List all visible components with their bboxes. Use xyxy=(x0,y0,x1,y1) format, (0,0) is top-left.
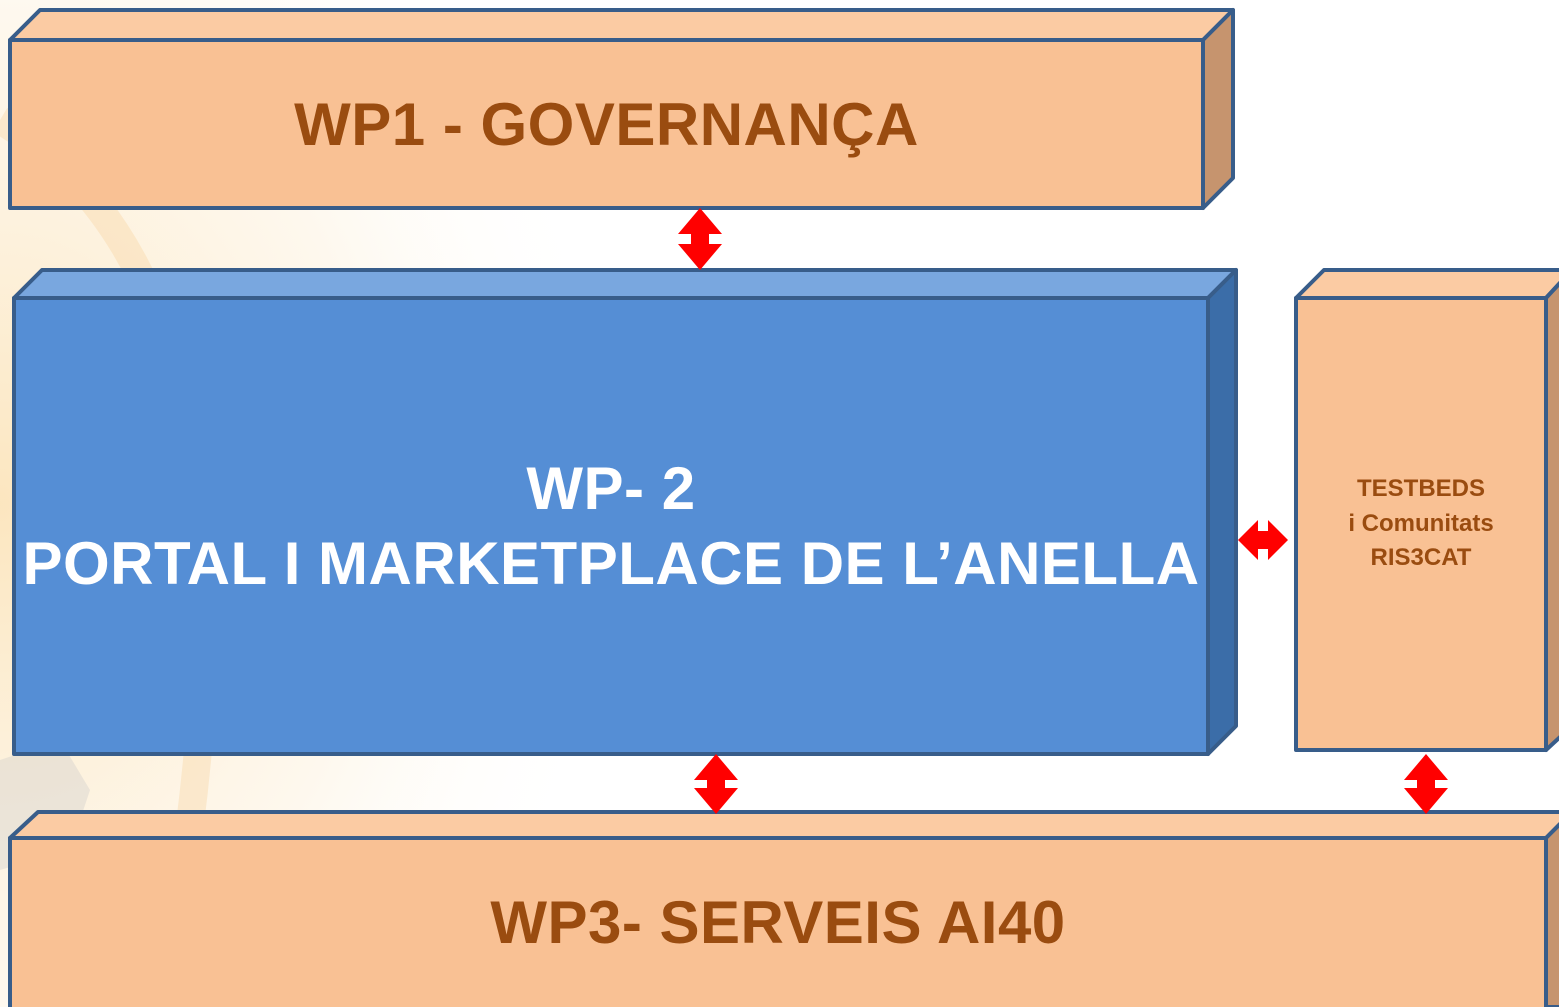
testbeds-block xyxy=(1294,268,1559,752)
testbeds-top-face xyxy=(1294,268,1559,300)
testbeds-title-line1: TESTBEDS xyxy=(1356,474,1485,502)
testbeds-title-line3: RIS3CAT xyxy=(1370,544,1472,572)
arrow-testbeds-wp3 xyxy=(1404,754,1448,814)
wp2-title-line1: WP- 2 xyxy=(526,455,696,522)
wp3-title-text: WP3- SERVEIS AI40 xyxy=(490,889,1066,956)
wp1-front-face xyxy=(8,38,1205,210)
wp2-title-line2: PORTAL I MARKETPLACE DE L’ANELLA xyxy=(22,530,1200,597)
wp3-title: WP3- SERVEIS AI40 xyxy=(10,838,1546,1007)
wp1-top-face xyxy=(8,8,1235,42)
arrow-wp2-wp3 xyxy=(694,754,738,814)
testbeds-front-face xyxy=(1294,296,1548,752)
wp2-side-face xyxy=(1206,268,1238,756)
wp1-block xyxy=(8,8,1235,210)
arrow-wp1-wp2 xyxy=(678,208,722,270)
arrow-wp2-testbeds xyxy=(1238,520,1288,560)
wp2-top-face xyxy=(12,268,1238,300)
wp2-front-face xyxy=(12,296,1210,756)
testbeds-title-line2: i Comunitats xyxy=(1348,509,1494,537)
wp1-title: WP1 - GOVERNANÇA xyxy=(10,40,1203,208)
wp2-block xyxy=(12,268,1238,756)
wp3-front-face xyxy=(8,836,1548,1007)
wp3-block xyxy=(8,810,1559,1007)
testbeds-title: TESTBEDS i Comunitats RIS3CAT xyxy=(1296,298,1546,750)
wp1-title-text: WP1 - GOVERNANÇA xyxy=(294,90,919,158)
wp2-title: WP- 2 PORTAL I MARKETPLACE DE L’ANELLA xyxy=(14,298,1208,754)
wp1-side-face xyxy=(1201,8,1235,210)
wp3-top-face xyxy=(8,810,1559,840)
